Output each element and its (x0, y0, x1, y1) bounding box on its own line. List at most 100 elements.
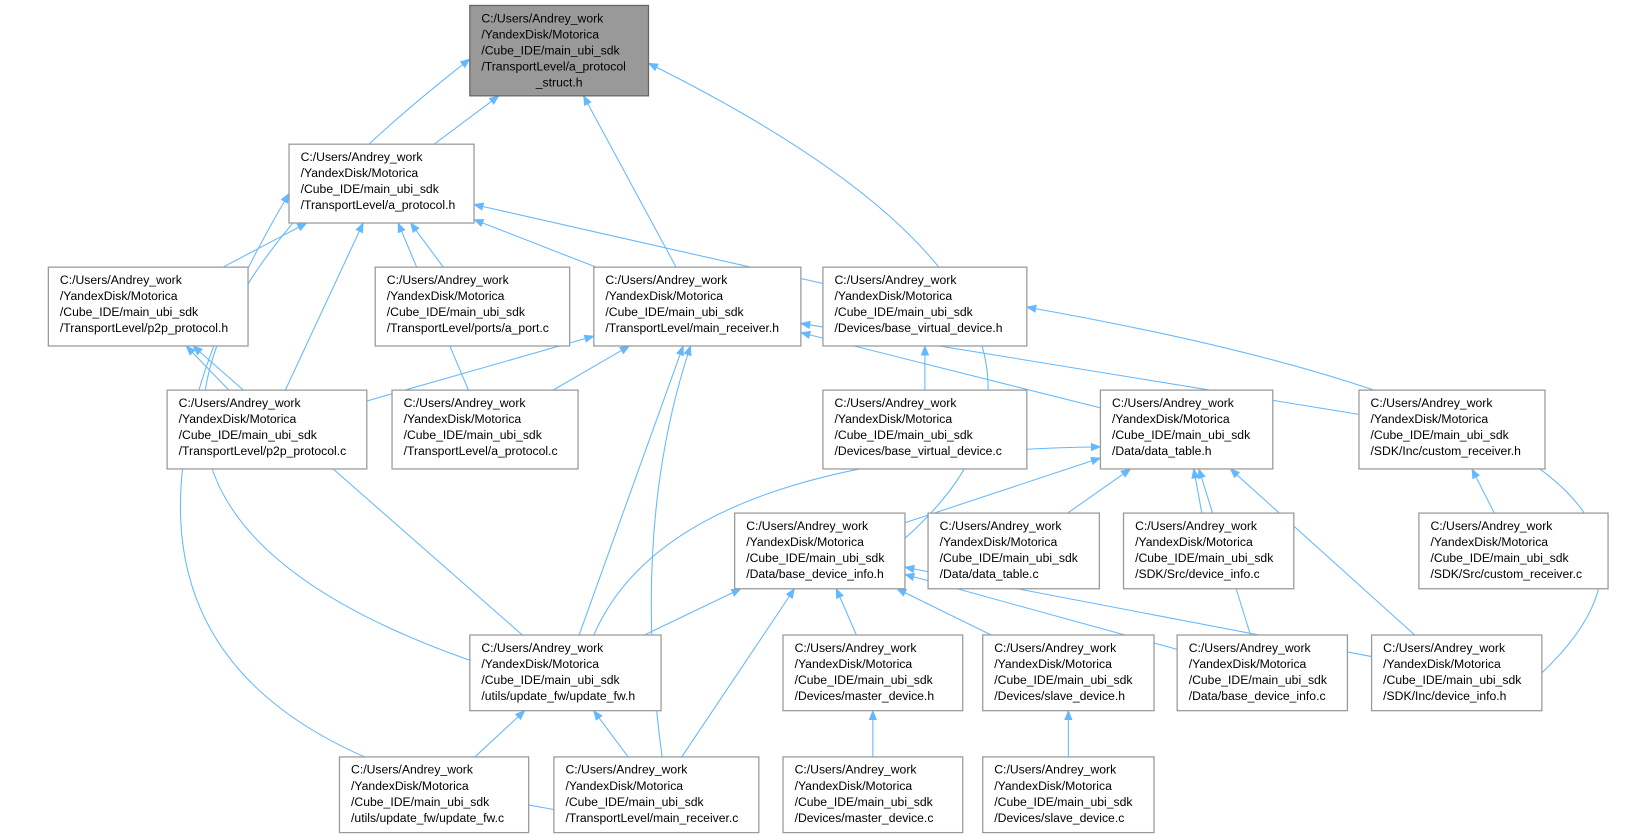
node-label-line: /TransportLevel/a_protocol.c (404, 444, 558, 458)
node-label-line: /TransportLevel/p2p_protocol.c (179, 444, 347, 458)
node-box (734, 512, 906, 590)
node-label-line: /Devices/master_device.h (795, 689, 935, 703)
node-label-line: /Data/base_device_info.h (746, 567, 884, 581)
node-label-line: C:/Users/Andrey_work (1112, 396, 1235, 410)
node-slave-device-h[interactable]: C:/Users/Andrey_work/YandexDisk/Motorica… (982, 634, 1155, 712)
node-label-line: C:/Users/Andrey_work (940, 519, 1063, 533)
node-box (374, 266, 571, 347)
nodes-layer: C:/Users/Andrey_work/YandexDisk/Motorica… (47, 4, 1609, 834)
node-box (1418, 512, 1609, 590)
edge-update_fw_c-to-update_fw_h (474, 709, 526, 758)
node-label-line: C:/Users/Andrey_work (1371, 396, 1494, 410)
node-data-table-h[interactable]: C:/Users/Andrey_work/YandexDisk/Motorica… (1099, 389, 1274, 470)
node-label-line: /TransportLevel/a_protocol.h (301, 198, 456, 212)
node-label-line: C:/Users/Andrey_work (795, 763, 918, 777)
node-master-device-c[interactable]: C:/Users/Andrey_work/YandexDisk/Motorica… (782, 756, 964, 834)
node-box (469, 634, 662, 712)
node-label-line: /Cube_IDE/main_ubi_sdk (1430, 551, 1569, 565)
node-custom-receiver-h[interactable]: C:/Users/Andrey_work/YandexDisk/Motorica… (1358, 389, 1546, 470)
node-label-line: /Data/data_table.h (1112, 444, 1212, 458)
node-label-line: /Cube_IDE/main_ubi_sdk (795, 673, 934, 687)
node-box (338, 756, 530, 834)
node-box (927, 512, 1100, 590)
node-label-line: /YandexDisk/Motorica (835, 289, 953, 303)
node-label-line: /Devices/slave_device.c (994, 811, 1124, 825)
node-base-virtual-device-c[interactable]: C:/Users/Andrey_work/YandexDisk/Motorica… (822, 389, 1028, 470)
node-label-line: /TransportLevel/ports/a_port.c (387, 321, 549, 335)
edge-main_receiver_c-to-update_fw_h (593, 709, 629, 758)
node-label-line: /Cube_IDE/main_ubi_sdk (1112, 428, 1251, 442)
node-label-line: /Cube_IDE/main_ubi_sdk (1371, 428, 1510, 442)
node-label-line: /YandexDisk/Motorica (301, 166, 419, 180)
node-label-line: /TransportLevel/p2p_protocol.h (60, 321, 228, 335)
node-label-line: /YandexDisk/Motorica (1135, 535, 1253, 549)
node-a-port-c[interactable]: C:/Users/Andrey_work/YandexDisk/Motorica… (374, 266, 571, 347)
node-label-line: /YandexDisk/Motorica (565, 779, 683, 793)
node-label-line: C:/Users/Andrey_work (481, 641, 604, 655)
node-a-protocol-h[interactable]: C:/Users/Andrey_work/YandexDisk/Motorica… (288, 143, 475, 224)
node-label-line: /YandexDisk/Motorica (351, 779, 469, 793)
edge-device_info_h-to-data_table_h (1229, 468, 1416, 636)
node-label-line: /Cube_IDE/main_ubi_sdk (835, 305, 974, 319)
node-label-line: C:/Users/Andrey_work (481, 11, 604, 25)
node-label-line: /Cube_IDE/main_ubi_sdk (179, 428, 318, 442)
edge-p2p_protocol_h-to-a_protocol_h (222, 222, 308, 268)
node-label-line: /YandexDisk/Motorica (1383, 657, 1501, 671)
node-label-line: /Data/data_table.c (940, 567, 1039, 581)
node-label-line: /Cube_IDE/main_ubi_sdk (481, 673, 620, 687)
edge-a_protocol_c-to-main_receiver_h (552, 345, 631, 391)
node-box (982, 756, 1155, 834)
node-root: C:/Users/Andrey_work/YandexDisk/Motorica… (469, 4, 650, 97)
node-base-virtual-device-h[interactable]: C:/Users/Andrey_work/YandexDisk/Motorica… (822, 266, 1028, 347)
edge-device_info_c-to-data_table_h (1191, 467, 1203, 514)
node-label-line: /Cube_IDE/main_ubi_sdk (301, 182, 440, 196)
node-box (288, 143, 475, 224)
node-slave-device-c[interactable]: C:/Users/Andrey_work/YandexDisk/Motorica… (982, 756, 1155, 834)
node-a-protocol-c[interactable]: C:/Users/Andrey_work/YandexDisk/Motorica… (391, 389, 579, 470)
node-label-line: C:/Users/Andrey_work (1383, 641, 1506, 655)
node-device-info-h[interactable]: C:/Users/Andrey_work/YandexDisk/Motorica… (1370, 634, 1543, 712)
node-label-line: /SDK/Inc/device_info.h (1383, 689, 1506, 703)
node-box (553, 756, 760, 834)
node-box (822, 389, 1028, 470)
node-box (1122, 512, 1295, 590)
edge-a_protocol_h-to-root (433, 95, 500, 145)
node-p2p-protocol-h[interactable]: C:/Users/Andrey_work/YandexDisk/Motorica… (47, 266, 249, 347)
edge-base_device_info_h-to-data_table_h (904, 457, 1102, 524)
node-base-device-info-h[interactable]: C:/Users/Andrey_work/YandexDisk/Motorica… (734, 512, 906, 590)
node-label-line: /Cube_IDE/main_ubi_sdk (605, 305, 744, 319)
node-label-line: _struct.h (535, 76, 583, 90)
node-device-info-c[interactable]: C:/Users/Andrey_work/YandexDisk/Motorica… (1122, 512, 1295, 590)
node-update-fw-h[interactable]: C:/Users/Andrey_work/YandexDisk/Motorica… (469, 634, 662, 712)
node-label-line: /Cube_IDE/main_ubi_sdk (565, 795, 704, 809)
node-label-line: /Data/base_device_info.c (1189, 689, 1326, 703)
node-p2p-protocol-c[interactable]: C:/Users/Andrey_work/YandexDisk/Motorica… (166, 389, 368, 470)
node-main-receiver-h[interactable]: C:/Users/Andrey_work/YandexDisk/Motorica… (593, 266, 802, 347)
node-label-line: C:/Users/Andrey_work (1189, 641, 1312, 655)
node-label-line: C:/Users/Andrey_work (994, 763, 1117, 777)
node-base-device-info-c[interactable]: C:/Users/Andrey_work/YandexDisk/Motorica… (1176, 634, 1349, 712)
node-label-line: /YandexDisk/Motorica (795, 779, 913, 793)
node-box (593, 266, 802, 347)
node-label-line: /Cube_IDE/main_ubi_sdk (994, 673, 1133, 687)
node-data-table-c[interactable]: C:/Users/Andrey_work/YandexDisk/Motorica… (927, 512, 1100, 590)
node-label-line: C:/Users/Andrey_work (746, 519, 869, 533)
edge-update_fw_h-to-main_receiver_h (578, 344, 684, 636)
node-label-line: /SDK/Inc/custom_receiver.h (1371, 444, 1521, 458)
node-update-fw-c[interactable]: C:/Users/Andrey_work/YandexDisk/Motorica… (338, 756, 530, 834)
node-master-device-h[interactable]: C:/Users/Andrey_work/YandexDisk/Motorica… (782, 634, 964, 712)
node-label-line: /Cube_IDE/main_ubi_sdk (1135, 551, 1274, 565)
node-label-line: C:/Users/Andrey_work (835, 273, 958, 287)
edge-update_fw_h-to-base_device_info_h (644, 588, 742, 636)
node-custom-receiver-c[interactable]: C:/Users/Andrey_work/YandexDisk/Motorica… (1418, 512, 1609, 590)
node-label-line: /YandexDisk/Motorica (179, 412, 297, 426)
node-label-line: C:/Users/Andrey_work (1135, 519, 1258, 533)
edge-custom_receiver_c-to-custom_receiver_h (1471, 468, 1495, 514)
node-label-line: C:/Users/Andrey_work (1430, 519, 1553, 533)
node-label-line: /Devices/base_virtual_device.h (835, 321, 1003, 335)
node-box (782, 634, 964, 712)
node-box (822, 266, 1028, 347)
node-main-receiver-c[interactable]: C:/Users/Andrey_work/YandexDisk/Motorica… (553, 756, 760, 834)
node-label-line: /Cube_IDE/main_ubi_sdk (387, 305, 526, 319)
node-label-line: /Cube_IDE/main_ubi_sdk (1383, 673, 1522, 687)
